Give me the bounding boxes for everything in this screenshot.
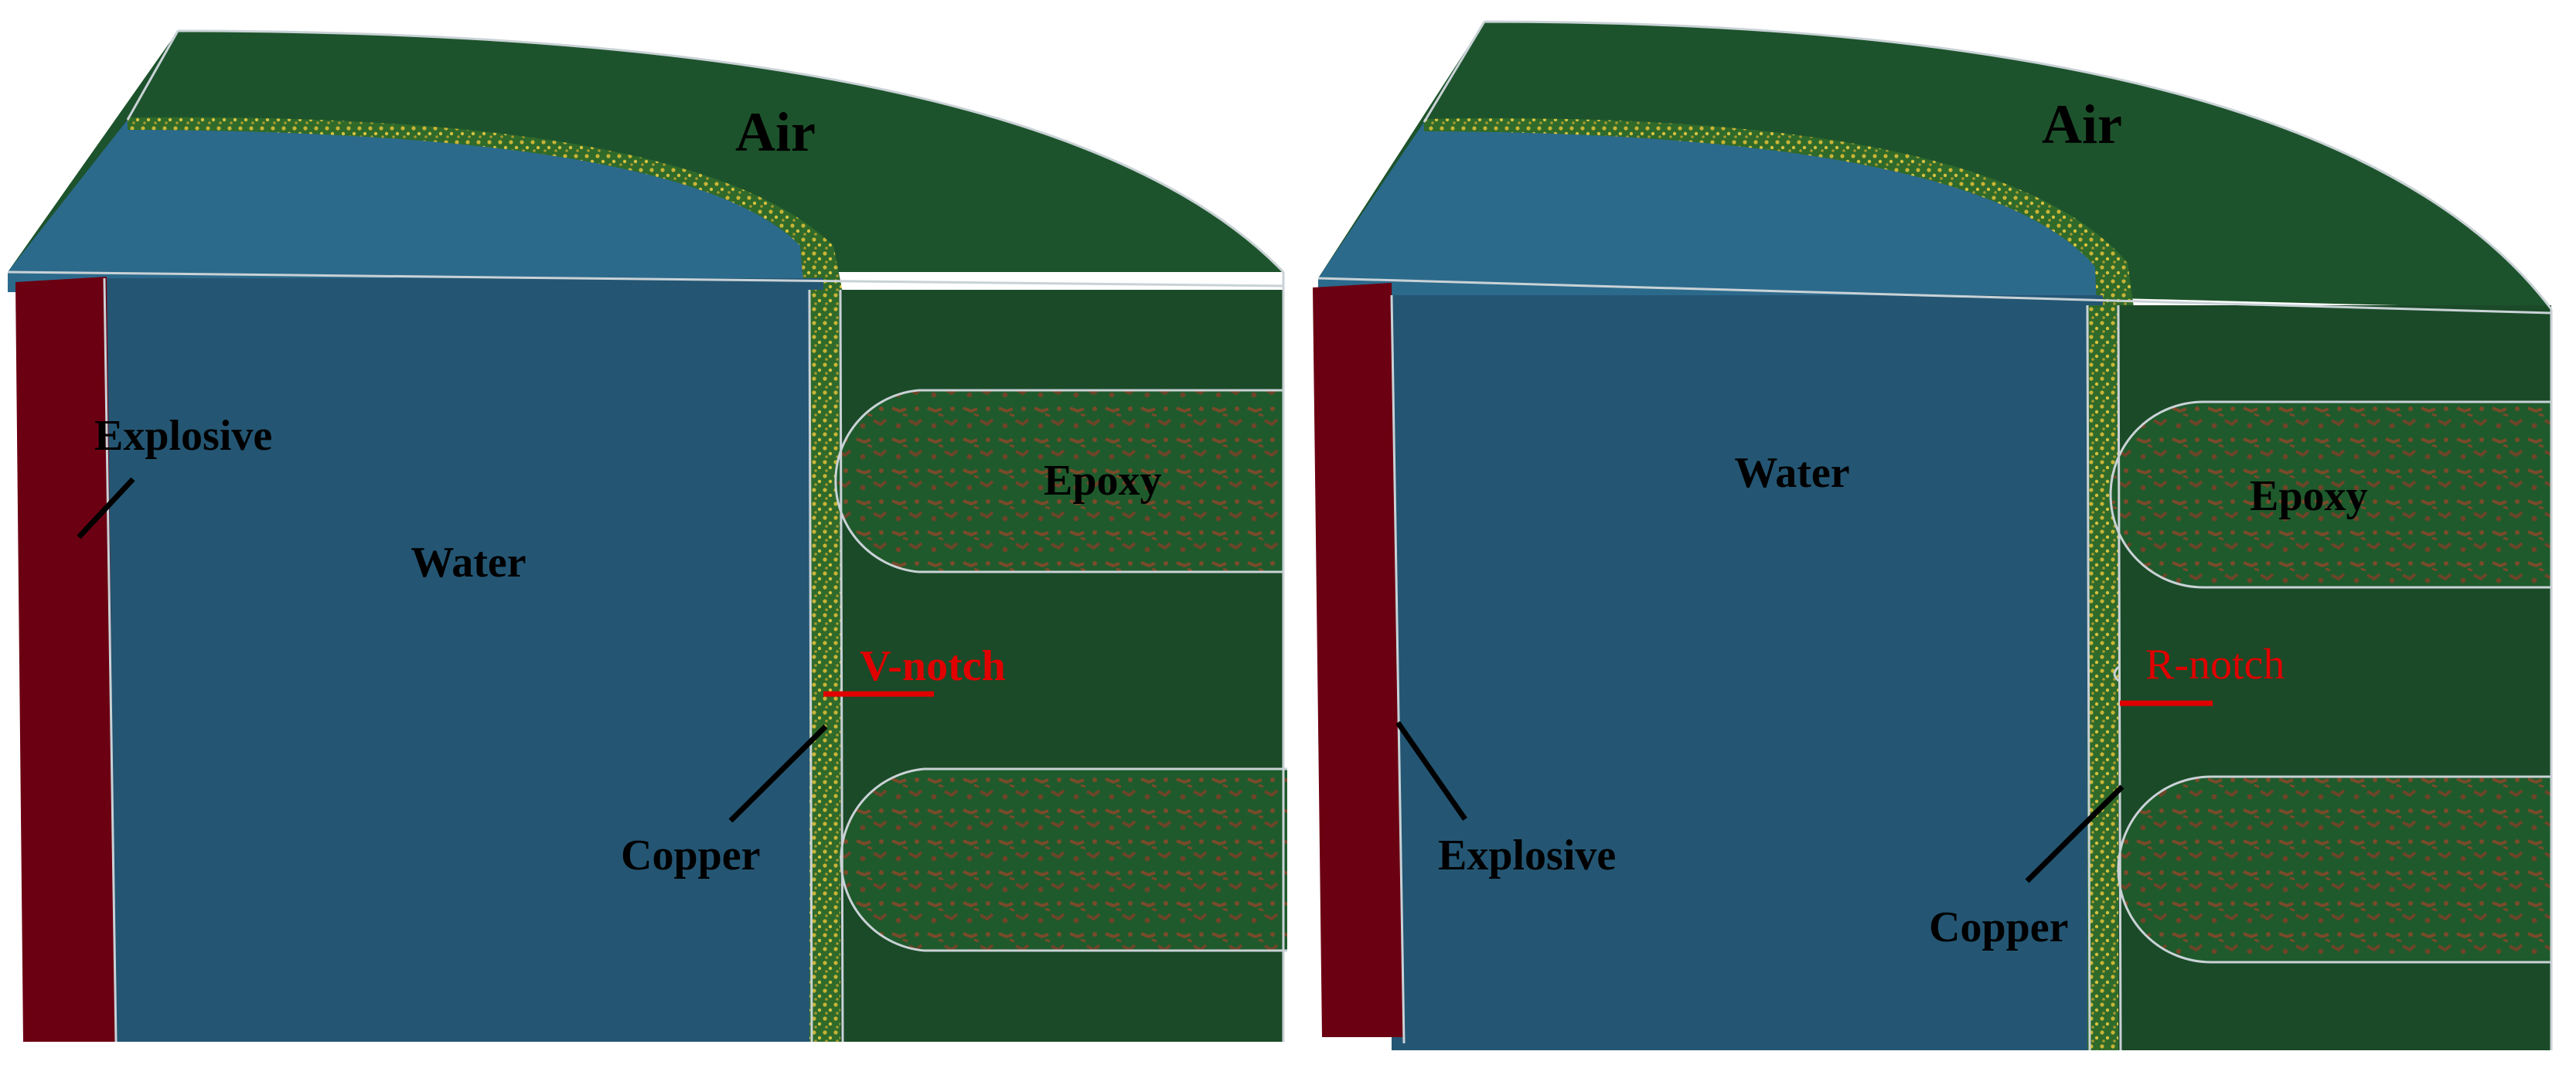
label-copper: Copper (1929, 903, 2068, 951)
epoxy-lower (2118, 777, 2551, 962)
epoxy-upper (835, 390, 1283, 572)
explosive-leader-line (77, 477, 135, 539)
label-r-notch: R-notch (2145, 641, 2285, 689)
explosive-column (1313, 283, 1404, 1037)
epoxy-lower (840, 769, 1287, 951)
label-explosive: Explosive (1438, 832, 1616, 879)
r-notch-cut (2113, 665, 2121, 683)
label-water: Water (411, 539, 526, 587)
copper-front-strip (2087, 305, 2118, 1050)
explosive-column (15, 277, 116, 1042)
copper-front-strip (809, 290, 840, 1042)
water-front (1392, 295, 2103, 1050)
label-copper: Copper (621, 832, 760, 879)
epoxy-upper (2111, 402, 2551, 587)
label-epoxy: Epoxy (1044, 457, 1162, 505)
left-panel: Air Water Explosive Epoxy Copper V-notch (7, 29, 1287, 1043)
label-v-notch: V-notch (860, 642, 1006, 690)
right-panel: Air Water Explosive Epoxy Copper R-notch (1313, 20, 2553, 1051)
explosive-leader-line (1395, 721, 1467, 821)
label-explosive: Explosive (94, 412, 272, 460)
edge-lines (1317, 20, 2553, 1051)
water-front (104, 278, 823, 1042)
label-epoxy: Epoxy (2250, 472, 2368, 520)
edge-lines (7, 29, 1287, 1043)
copper-leader-line (728, 724, 828, 823)
label-water: Water (1734, 449, 1849, 497)
copper-leader-line (2025, 784, 2125, 883)
label-air: Air (735, 101, 816, 163)
label-air: Air (2042, 94, 2122, 155)
